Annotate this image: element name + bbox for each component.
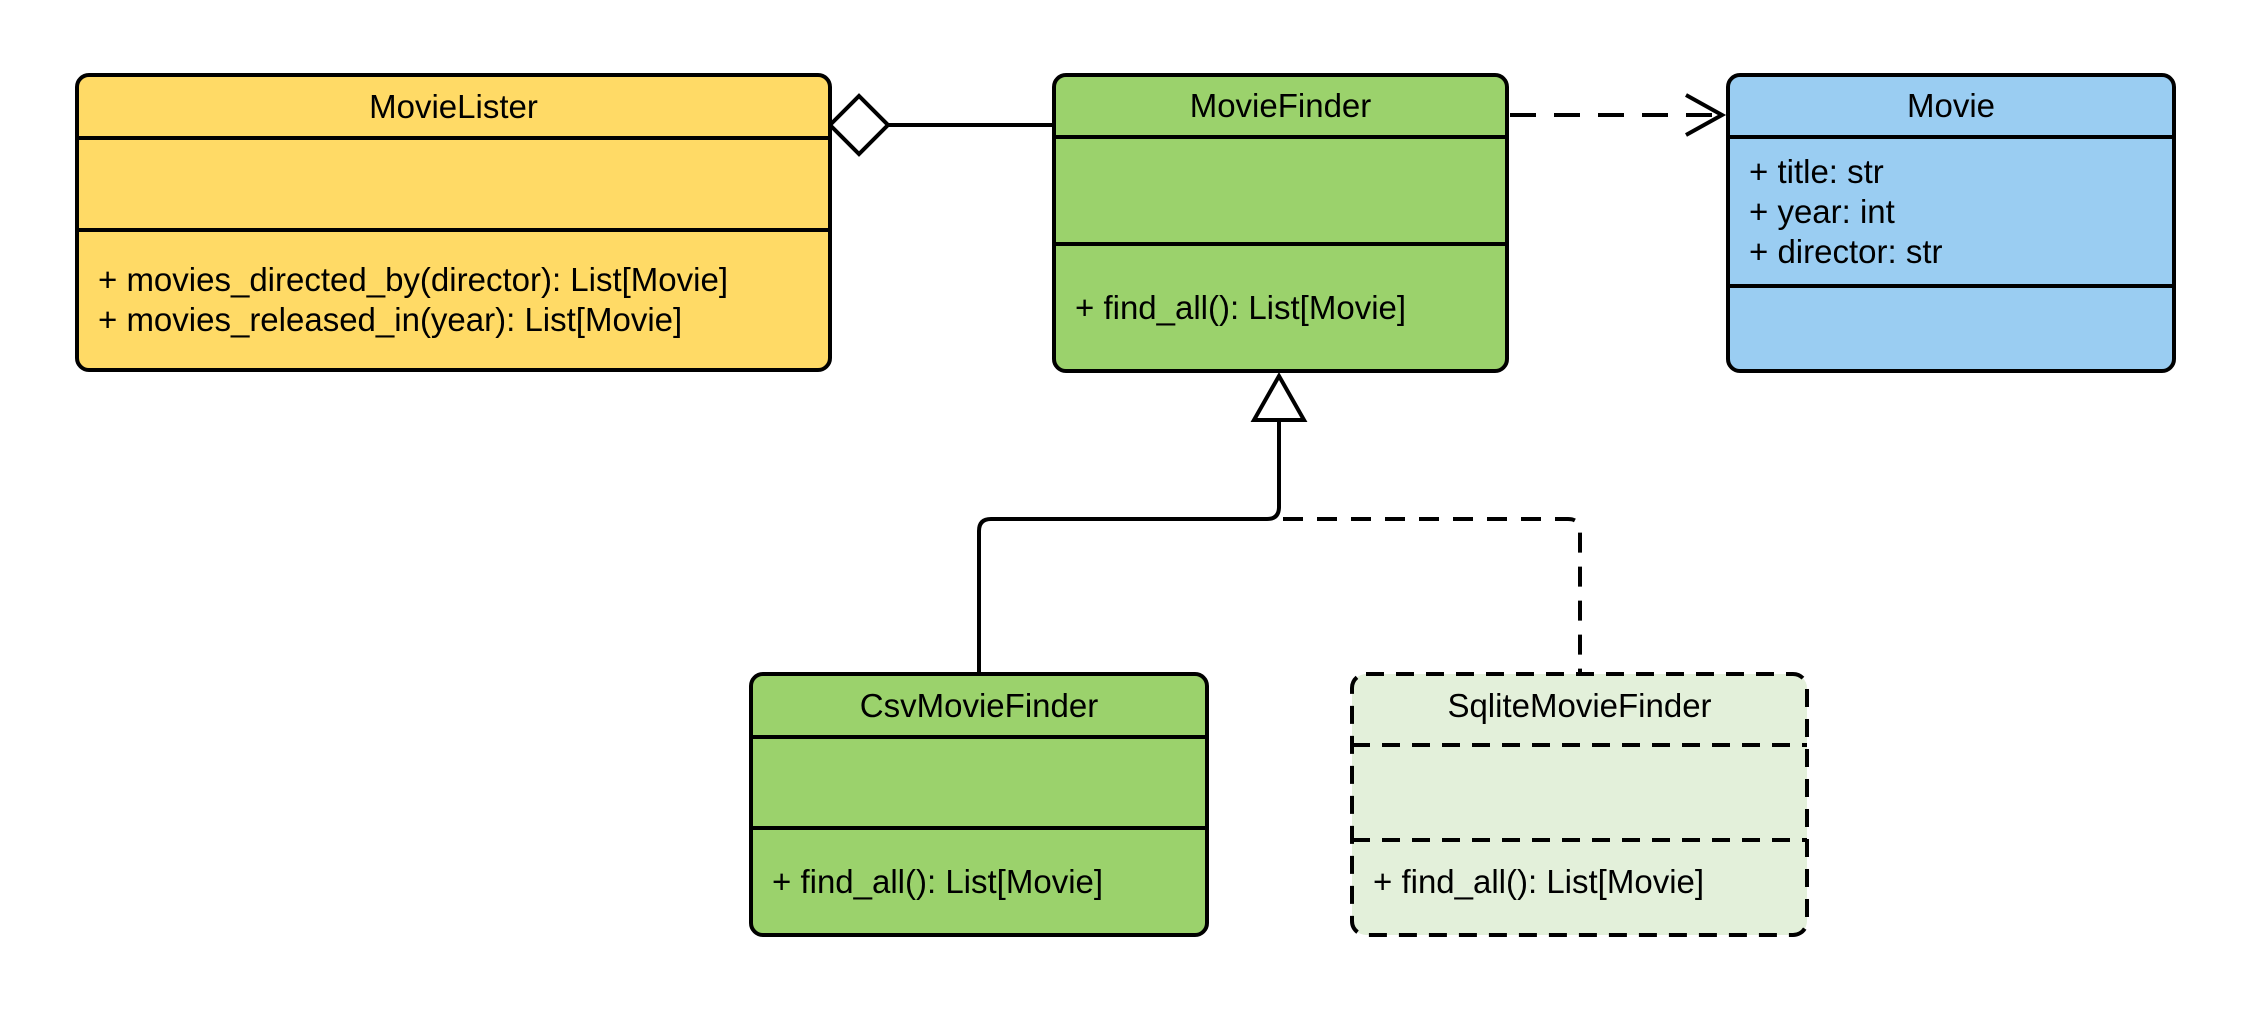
inheritance-connector — [977, 371, 1308, 674]
class-title: MovieLister — [79, 77, 828, 140]
attribute-label: + director: str — [1749, 232, 1943, 270]
inheritance-line — [977, 420, 1281, 674]
aggregation-connector — [827, 93, 1054, 157]
realization-dashed-line — [1283, 517, 1582, 674]
methods-compartment: + movies_directed_by(director): List[Mov… — [79, 232, 828, 368]
methods-compartment: + find_all(): List[Movie] — [1056, 246, 1505, 369]
class-csvmoviefinder: CsvMovieFinder + find_all(): List[Movie] — [749, 672, 1209, 937]
class-moviefinder: MovieFinder + find_all(): List[Movie] — [1052, 73, 1509, 373]
method-label: + find_all(): List[Movie] — [772, 862, 1104, 900]
attributes-compartment — [1056, 139, 1505, 246]
hollow-diamond-icon — [827, 93, 891, 157]
attribute-label: + year: int — [1749, 192, 1895, 230]
method-label: + movies_directed_by(director): List[Mov… — [98, 261, 728, 298]
open-arrowhead-icon — [1685, 93, 1727, 137]
sqlitemoviefinder-dashed-frame — [1350, 672, 1809, 937]
realization-connector — [1283, 517, 1582, 674]
attributes-compartment — [1354, 739, 1805, 830]
class-title: CsvMovieFinder — [753, 676, 1205, 739]
class-title: MovieFinder — [1056, 77, 1505, 139]
attributes-compartment — [753, 739, 1205, 830]
class-movielister: MovieLister + movies_directed_by(directo… — [75, 73, 832, 372]
class-title: Movie — [1730, 77, 2172, 139]
attribute-label: + title: str — [1749, 152, 1884, 190]
attributes-compartment — [79, 140, 828, 232]
hollow-triangle-icon — [1250, 371, 1308, 422]
methods-compartment: + find_all(): List[Movie] — [753, 830, 1205, 933]
method-label: + find_all(): List[Movie] — [1373, 862, 1705, 900]
methods-compartment: + find_all(): List[Movie] — [1354, 830, 1805, 933]
method-label: + movies_released_in(year): List[Movie] — [98, 301, 683, 338]
method-label: + find_all(): List[Movie] — [1075, 288, 1407, 326]
methods-compartment — [1730, 288, 2172, 369]
attributes-compartment: + title: str + year: int + director: str — [1730, 139, 2172, 288]
dependency-connector — [1510, 93, 1727, 137]
class-sqlitemoviefinder: SqliteMovieFinder + find_all(): List[Mov… — [1350, 672, 1809, 937]
dashed-class-frame — [1350, 672, 1809, 937]
class-title: SqliteMovieFinder — [1447, 686, 1712, 724]
class-movie: Movie + title: str + year: int + directo… — [1726, 73, 2176, 373]
